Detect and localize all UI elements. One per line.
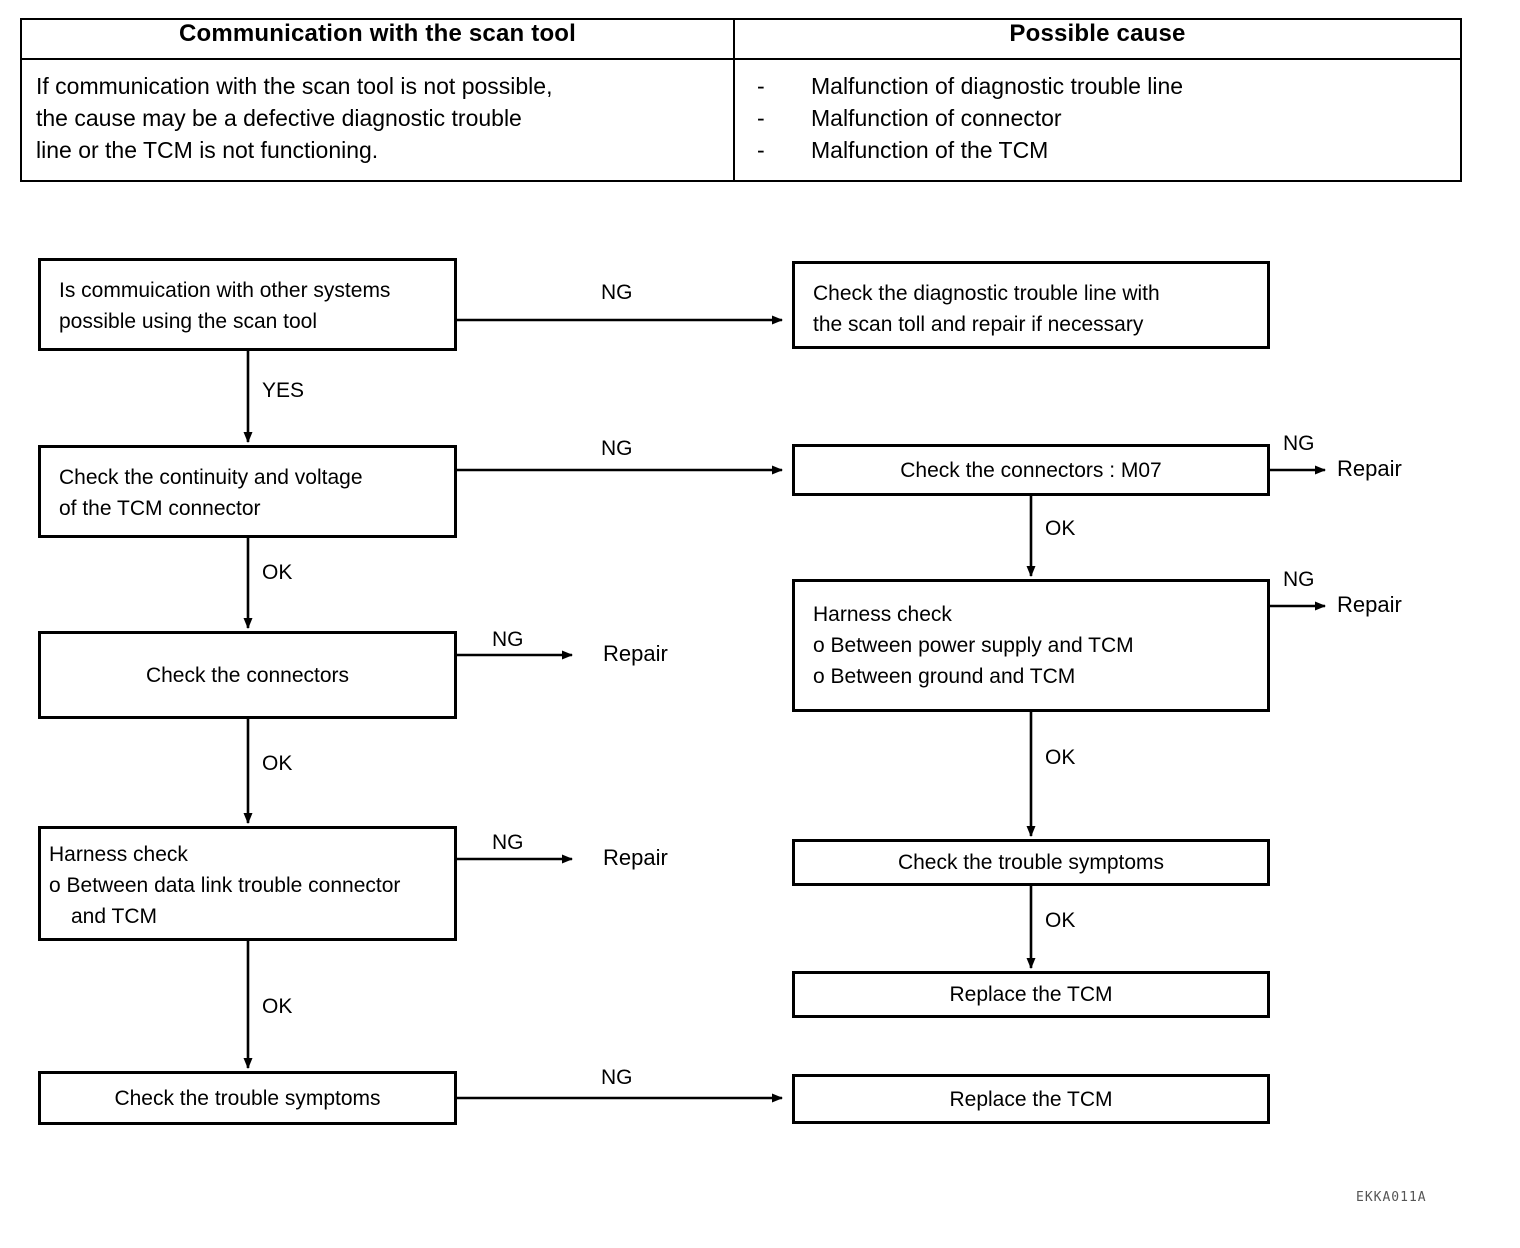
terminal-repair-l4: Repair <box>603 845 668 870</box>
bullet-dash: - <box>757 137 765 163</box>
edge-label-ng-l2-r2: NG <box>601 437 633 460</box>
node-line: o Between ground and TCM <box>813 665 1076 688</box>
edge-label-ng-l5-r6: NG <box>601 1066 633 1089</box>
node-line: Check the trouble symptoms <box>114 1086 381 1110</box>
node-line: possible using the scan tool <box>59 310 317 333</box>
edge-label-ok-r2-r3: OK <box>1045 517 1076 540</box>
node-line: Check the trouble symptoms <box>897 851 1165 874</box>
bullet-dash: - <box>757 73 765 99</box>
edge-label-ok-r3-r4: OK <box>1045 746 1076 769</box>
description-line: If communication with the scan tool is n… <box>36 73 553 99</box>
description-line: the cause may be a defective diagnostic … <box>36 105 522 131</box>
cause-table: Communication with the scan tool Possibl… <box>20 18 1462 182</box>
cause-list-item: - Malfunction of the TCM <box>749 134 1446 166</box>
edge-label-ng-l3-repair: NG <box>492 628 524 651</box>
node-check-the-connectors[interactable]: Check the connectors <box>38 631 457 719</box>
node-line: Check the continuity and voltage <box>59 466 363 489</box>
node-check-the-connectors-m07[interactable]: Check the connectors : M07 <box>792 444 1270 496</box>
node-line: Replace the TCM <box>949 983 1113 1006</box>
node-check-continuity-voltage-tcm-connector[interactable]: Check the continuity and voltage of the … <box>38 445 457 538</box>
node-is-communication-with-other-systems[interactable]: Is commuication with other systems possi… <box>38 258 457 351</box>
bullet-dash: - <box>757 105 765 131</box>
node-line: Replace the TCM <box>949 1087 1113 1111</box>
node-check-trouble-symptoms-left[interactable]: Check the trouble symptoms <box>38 1071 457 1125</box>
node-line: the scan toll and repair if necessary <box>813 313 1144 336</box>
figure-code: EKKA011A <box>1356 1190 1427 1205</box>
terminal-repair-r2: Repair <box>1337 456 1402 481</box>
description-line: line or the TCM is not functioning. <box>36 137 379 163</box>
node-line: Harness check <box>813 603 952 626</box>
edge-label-ok-l4-l5: OK <box>262 995 293 1018</box>
table-header-row: Communication with the scan tool Possibl… <box>20 18 1462 60</box>
node-line: o Between power supply and TCM <box>813 634 1134 657</box>
terminal-repair-r3: Repair <box>1337 592 1402 617</box>
node-replace-the-tcm-right[interactable]: Replace the TCM <box>792 971 1270 1018</box>
node-check-diagnostic-trouble-line[interactable]: Check the diagnostic trouble line with t… <box>792 261 1270 349</box>
terminal-repair-l3: Repair <box>603 641 668 666</box>
cause-text: Malfunction of connector <box>811 105 1062 131</box>
node-line: Harness check <box>49 843 188 866</box>
node-line: of the TCM connector <box>59 497 261 520</box>
edge-label-ok-l2-l3: OK <box>262 561 293 584</box>
node-check-trouble-symptoms-right[interactable]: Check the trouble symptoms <box>792 839 1270 886</box>
cause-text: Malfunction of the TCM <box>811 137 1049 163</box>
edge-label-ok-l3-l4: OK <box>262 752 293 775</box>
node-harness-check-data-link[interactable]: Harness check o Between data link troubl… <box>38 826 457 941</box>
edge-label-ng-r2-repair: NG <box>1283 432 1315 455</box>
possible-cause-cell: - Malfunction of diagnostic trouble line… <box>733 58 1462 182</box>
edge-label-yes-l1-l2: YES <box>262 379 305 402</box>
node-line: Is commuication with other systems <box>59 279 391 302</box>
communication-description-cell: If communication with the scan tool is n… <box>20 58 735 182</box>
table-body-row: If communication with the scan tool is n… <box>20 58 1462 182</box>
node-line: Check the connectors <box>145 663 350 687</box>
edge-label-ng-l1-r1: NG <box>601 281 633 304</box>
node-line: o Between data link trouble connector <box>49 874 401 897</box>
table-header-communication: Communication with the scan tool <box>20 18 735 60</box>
table-header-possible-cause: Possible cause <box>733 18 1462 60</box>
cause-list-item: - Malfunction of connector <box>749 102 1446 134</box>
edge-label-ng-r3-repair: NG <box>1283 568 1315 591</box>
node-line: Check the connectors : M07 <box>900 458 1162 482</box>
cause-text: Malfunction of diagnostic trouble line <box>811 73 1184 99</box>
node-replace-the-tcm-bottom[interactable]: Replace the TCM <box>792 1074 1270 1124</box>
node-line: and TCM <box>71 905 157 928</box>
edge-label-ok-r4-r5: OK <box>1045 909 1076 932</box>
cause-list-item: - Malfunction of diagnostic trouble line <box>749 70 1446 102</box>
node-harness-check-power-ground[interactable]: Harness check o Between power supply and… <box>792 579 1270 712</box>
node-line: Check the diagnostic trouble line with <box>813 282 1160 305</box>
edge-label-ng-l4-repair: NG <box>492 831 524 854</box>
